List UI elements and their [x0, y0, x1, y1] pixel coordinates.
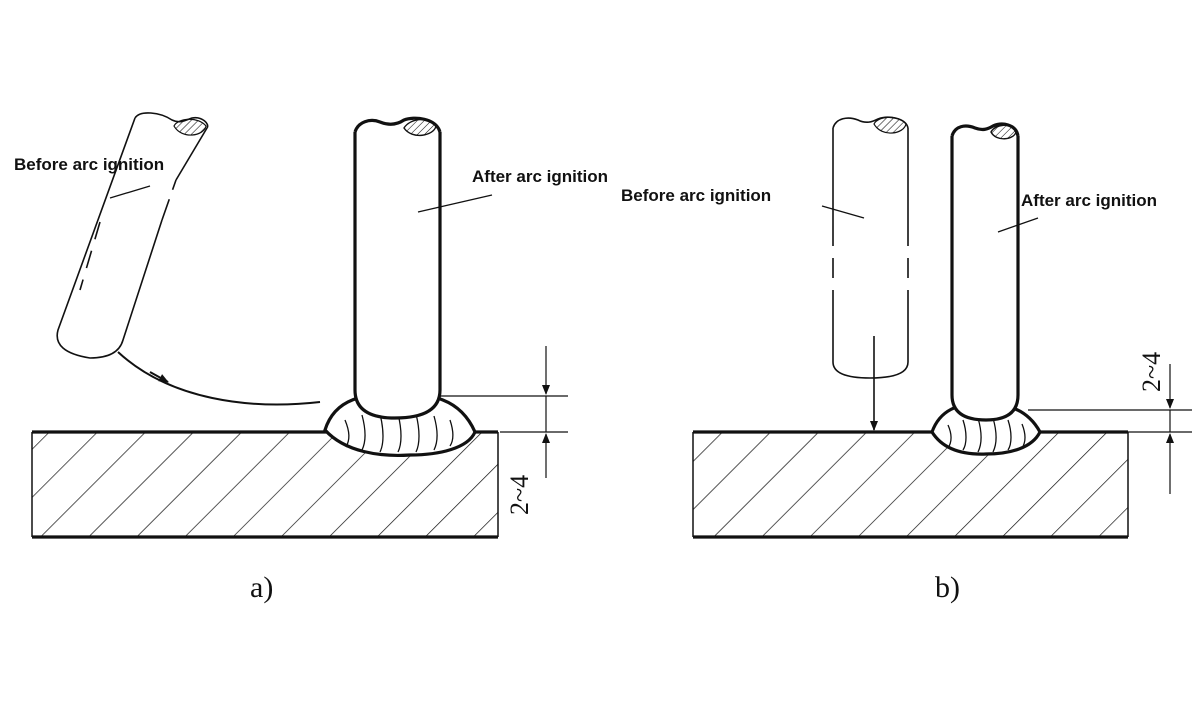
electrode-after-a: [353, 116, 442, 420]
dimension-b: [1028, 364, 1192, 494]
motion-path-a: [117, 351, 321, 406]
dimension-a: [440, 346, 568, 478]
electrode-after-b: [950, 122, 1020, 422]
leader-before-b: [821, 205, 865, 219]
caption-b: b): [935, 571, 960, 604]
panel-a: Before arc ignition After arc ignition 2…: [14, 112, 608, 604]
motion-arrow-a: [149, 371, 169, 383]
panel-b: Before arc ignition After arc ignition 2…: [621, 116, 1192, 604]
dimension-label-b: 2~4: [1137, 352, 1166, 392]
label-before-b: Before arc ignition: [621, 186, 771, 205]
label-before-a: Before arc ignition: [14, 155, 164, 174]
electrode-before-b: [832, 116, 909, 379]
caption-a: a): [250, 571, 273, 604]
label-after-b: After arc ignition: [1021, 191, 1157, 210]
electrode-before-a: [56, 112, 209, 359]
leader-after-b: [997, 217, 1039, 233]
dimension-label-a: 2~4: [505, 475, 534, 515]
leader-before-a: [109, 185, 151, 199]
label-after-a: After arc ignition: [472, 167, 608, 186]
workpiece-b: [692, 430, 1129, 539]
leader-after-a: [417, 194, 493, 213]
